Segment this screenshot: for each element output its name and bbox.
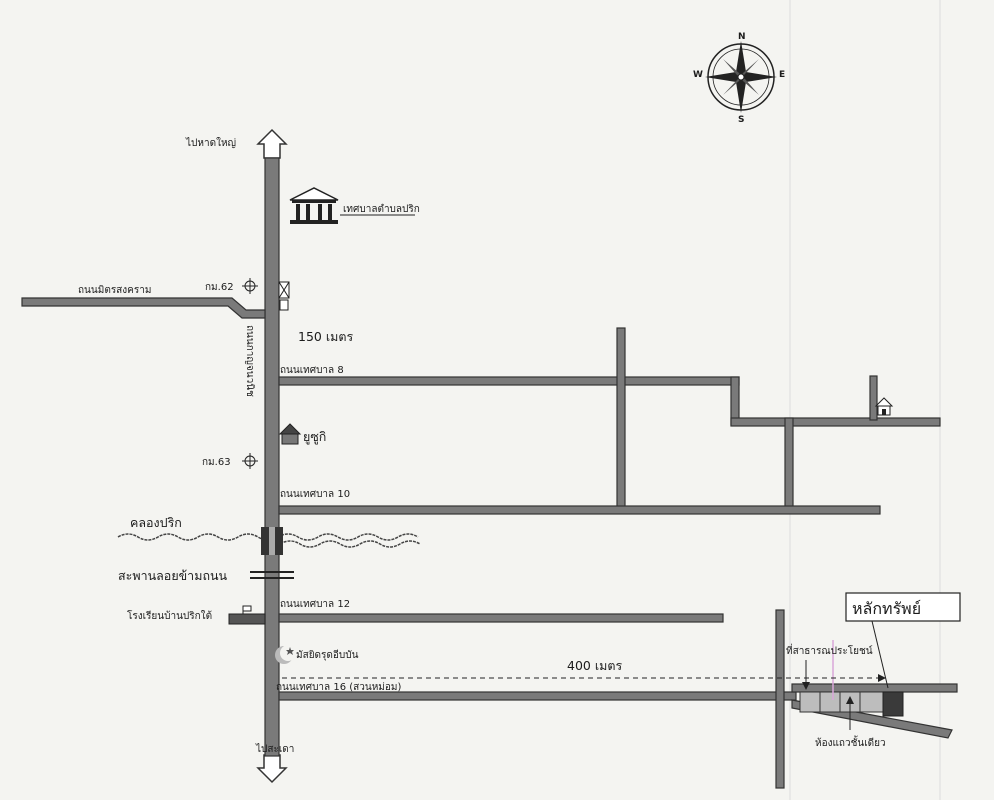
canal-klong-prik: คลองปริก xyxy=(117,515,421,555)
road-tessaban8-label: ถนนเทศบาล 8 xyxy=(280,365,344,376)
property-parcel xyxy=(882,691,904,717)
distance-150-label: 150 เมตร xyxy=(298,329,353,344)
road-mitr-songkhram: ถนนมิตรสงคราม xyxy=(21,285,266,319)
shophouse: ห้องแถวชั้นเดียว xyxy=(815,696,886,749)
road-tessaban16-label: ถนนเทศบาล 16 (สวนหม่อม) xyxy=(276,682,401,693)
public-land-label: ที่สาธารณประโยชน์ xyxy=(786,643,873,657)
traffic-light-icon xyxy=(278,281,290,311)
main-road-label: ถนนกาญจนวนิช xyxy=(244,325,255,397)
house-label: ยูซูกิ xyxy=(303,429,326,445)
bridge-label: สะพานลอยข้ามถนน xyxy=(118,568,228,583)
compass-east-label: E xyxy=(779,70,785,80)
destination-north-label: ไปหาดใหญ่ xyxy=(185,137,236,149)
km62-label: กม.62 xyxy=(205,282,234,293)
road-tessaban12-label: ถนนเทศบาล 12 xyxy=(280,599,350,610)
property-callout: หลักทรัพย์ xyxy=(845,592,961,689)
road-tessaban10-label: ถนนเทศบาล 10 xyxy=(280,489,350,500)
shophouse-label: ห้องแถวชั้นเดียว xyxy=(815,735,886,749)
pedestrian-bridge: สะพานลอยข้ามถนน xyxy=(118,568,294,583)
house-icon xyxy=(278,423,302,445)
road-mitr-label: ถนนมิตรสงคราม xyxy=(78,285,151,296)
municipality-label: เทศบาลตำบลปริก xyxy=(343,204,420,215)
compass-west-label: W xyxy=(693,70,703,80)
canal-label: คลองปริก xyxy=(130,515,182,530)
compass-north-label: N xyxy=(738,32,746,42)
road-tessaban-8: ถนนเทศบาล 8 xyxy=(278,327,941,511)
scan-artifacts xyxy=(789,0,941,800)
school-flag-icon xyxy=(228,605,266,625)
public-land: ที่สาธารณประโยชน์ xyxy=(786,643,873,690)
road-tessaban-10: ถนนเทศบาล 10 xyxy=(278,489,881,515)
main-road: ถนนกาญจนวนิช xyxy=(244,128,288,784)
government-building-icon xyxy=(289,187,339,224)
property-area xyxy=(799,640,904,717)
distance-400m: 400 เมตร xyxy=(282,658,886,682)
crescent-moon-icon xyxy=(275,645,296,664)
destination-south-label: ไปสะเดา xyxy=(255,743,294,755)
road-tessaban-12: ถนนเทศบาล 12 xyxy=(278,599,724,623)
property-label: หลักทรัพย์ xyxy=(852,599,921,618)
school-label: โรงเรียนบ้านปริกใต้ xyxy=(127,609,212,622)
compass-south-label: S xyxy=(738,115,744,125)
house-icon-east xyxy=(874,397,894,416)
km63-label: กม.63 xyxy=(202,457,231,468)
crosshair-marker-icon xyxy=(242,278,258,294)
crosshair-marker-icon xyxy=(242,453,258,469)
mosque-label: มัสยิดรุดอีบบัน xyxy=(296,649,359,661)
south-arrow-icon xyxy=(256,754,288,784)
north-arrow-icon xyxy=(256,128,288,159)
compass-rose-icon: N S E W xyxy=(693,32,785,125)
distance-400-label: 400 เมตร xyxy=(567,658,622,673)
